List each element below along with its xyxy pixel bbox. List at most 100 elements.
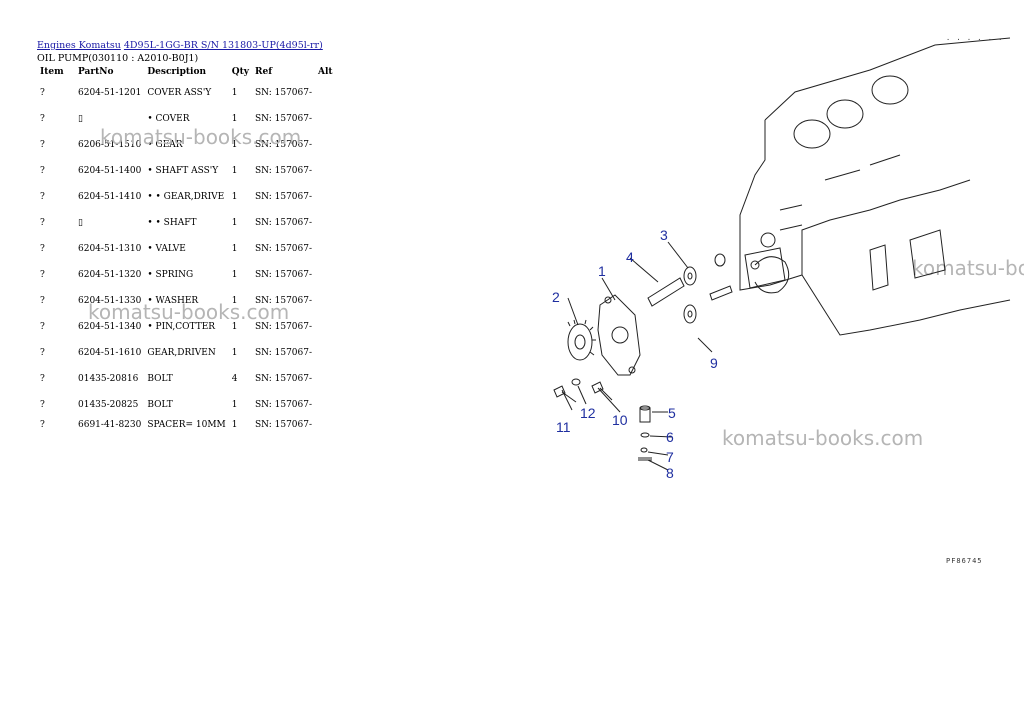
- cell-item: ?: [40, 400, 45, 410]
- breadcrumb-link-model[interactable]: 4D95L-1GG-BR S/N 131803-UP(4d95l-rr): [123, 40, 323, 51]
- cover-assy-drawing: [597, 294, 641, 376]
- callout-label: 6: [666, 429, 674, 445]
- header-alt: Alt: [318, 67, 333, 77]
- shaft-drawing: [647, 277, 685, 307]
- page-subtitle: OIL PUMP(030110 : A2010-B0J1): [37, 53, 199, 64]
- cell-partno: 6204-51-1310: [78, 244, 142, 254]
- cell-description: • SPRING: [147, 270, 194, 280]
- callout-label: 7: [666, 449, 674, 465]
- header-qty: Qty: [231, 67, 249, 77]
- callout-label: 10: [612, 412, 628, 428]
- cell-qty: 1: [231, 166, 238, 176]
- cell-qty: 1: [231, 140, 238, 150]
- cell-item: ?: [40, 296, 45, 306]
- cell-ref: SN: 157067-: [255, 420, 313, 430]
- cell-ref: SN: 157067-: [255, 140, 313, 150]
- table-row: ? 6204-51-1400 • SHAFT ASS'Y 1 SN: 157067-: [37, 158, 336, 184]
- cell-qty: 1: [231, 88, 238, 98]
- cell-ref: SN: 157067-: [255, 296, 313, 306]
- breadcrumb-link-engines[interactable]: Engines Komatsu: [37, 40, 121, 51]
- cell-partno: 6204-51-1330: [78, 296, 142, 306]
- cell-description: COVER ASS'Y: [147, 88, 212, 98]
- callout-label: 2: [552, 289, 560, 305]
- cell-item: ?: [40, 244, 45, 254]
- cell-item: ?: [40, 374, 45, 384]
- cell-alt: [315, 106, 336, 132]
- cell-alt: [315, 340, 336, 366]
- callout-label: 8: [666, 465, 674, 481]
- cell-item: ?: [40, 140, 45, 150]
- cell-partno: 01435-20816: [78, 374, 139, 384]
- callout-label: 9: [710, 355, 718, 371]
- cell-alt: [315, 314, 336, 340]
- header-description: Description: [147, 67, 206, 77]
- cell-alt: [315, 262, 336, 288]
- table-row: ? 6204-51-1330 • WASHER 1 SN: 157067-: [37, 288, 336, 314]
- cell-ref: SN: 157067-: [255, 348, 313, 358]
- cell-partno: 6204-51-1410: [78, 192, 142, 202]
- diagram-code-bottom: PF86745: [946, 557, 983, 565]
- cell-alt: [315, 236, 336, 262]
- cell-ref: SN: 157067-: [255, 400, 313, 410]
- cell-qty: 1: [231, 322, 238, 332]
- cell-item: ?: [40, 166, 45, 176]
- cell-partno: ▯: [78, 114, 83, 124]
- cell-description: • SHAFT ASS'Y: [147, 166, 219, 176]
- cell-alt: [315, 80, 336, 106]
- cell-description: • • SHAFT: [147, 218, 197, 228]
- cell-item: ?: [40, 88, 45, 98]
- header-partno: PartNo: [78, 67, 114, 77]
- cell-ref: SN: 157067-: [255, 374, 313, 384]
- cell-item: ?: [40, 270, 45, 280]
- cell-qty: 1: [231, 244, 238, 254]
- cell-qty: 1: [231, 218, 238, 228]
- cell-partno: 01435-20825: [78, 400, 139, 410]
- cell-qty: 1: [231, 192, 238, 202]
- cell-description: • GEAR: [147, 140, 183, 150]
- cell-item: ?: [40, 420, 45, 430]
- callout-label: 12: [580, 405, 596, 421]
- cell-partno: 6204-51-1400: [78, 166, 142, 176]
- cell-qty: 1: [231, 348, 238, 358]
- cell-ref: SN: 157067-: [255, 322, 313, 332]
- cell-item: ?: [40, 114, 45, 124]
- cell-ref: SN: 157067-: [255, 218, 313, 228]
- bolts-drawing: [553, 378, 652, 461]
- cell-partno: 6204-51-1340: [78, 322, 142, 332]
- cell-qty: 1: [231, 114, 238, 124]
- table-header-row: Item PartNo Description Qty Ref Alt: [37, 64, 336, 80]
- cell-alt: [315, 288, 336, 314]
- callout-label: 3: [660, 227, 668, 243]
- cell-partno: 6204-51-1201: [78, 88, 142, 98]
- cell-partno: ▯: [78, 218, 83, 228]
- cell-ref: SN: 157067-: [255, 270, 313, 280]
- cell-description: GEAR,DRIVEN: [147, 348, 216, 358]
- header-ref: Ref: [255, 67, 273, 77]
- table-row: ? 01435-20816 BOLT 4 SN: 157067-: [37, 366, 336, 392]
- cell-description: BOLT: [147, 374, 173, 384]
- cell-description: • PIN,COTTER: [147, 322, 216, 332]
- cell-qty: 4: [231, 374, 238, 384]
- callout-label: 4: [626, 249, 634, 265]
- cell-description: • WASHER: [147, 296, 199, 306]
- cell-ref: SN: 157067-: [255, 166, 313, 176]
- cell-item: ?: [40, 322, 45, 332]
- engine-block-drawing: [739, 37, 1011, 336]
- cell-alt: [315, 418, 336, 432]
- cell-alt: [315, 158, 336, 184]
- cell-partno: 6206-51-1510: [78, 140, 142, 150]
- breadcrumb: Engines Komatsu 4D95L-1GG-BR S/N 131803-…: [37, 40, 323, 51]
- cell-qty: 1: [231, 420, 238, 430]
- diagram-code-top: · · · · · ·: [946, 36, 1004, 44]
- cell-qty: 1: [231, 296, 238, 306]
- cell-ref: SN: 157067-: [255, 88, 313, 98]
- cell-partno: 6204-51-1610: [78, 348, 142, 358]
